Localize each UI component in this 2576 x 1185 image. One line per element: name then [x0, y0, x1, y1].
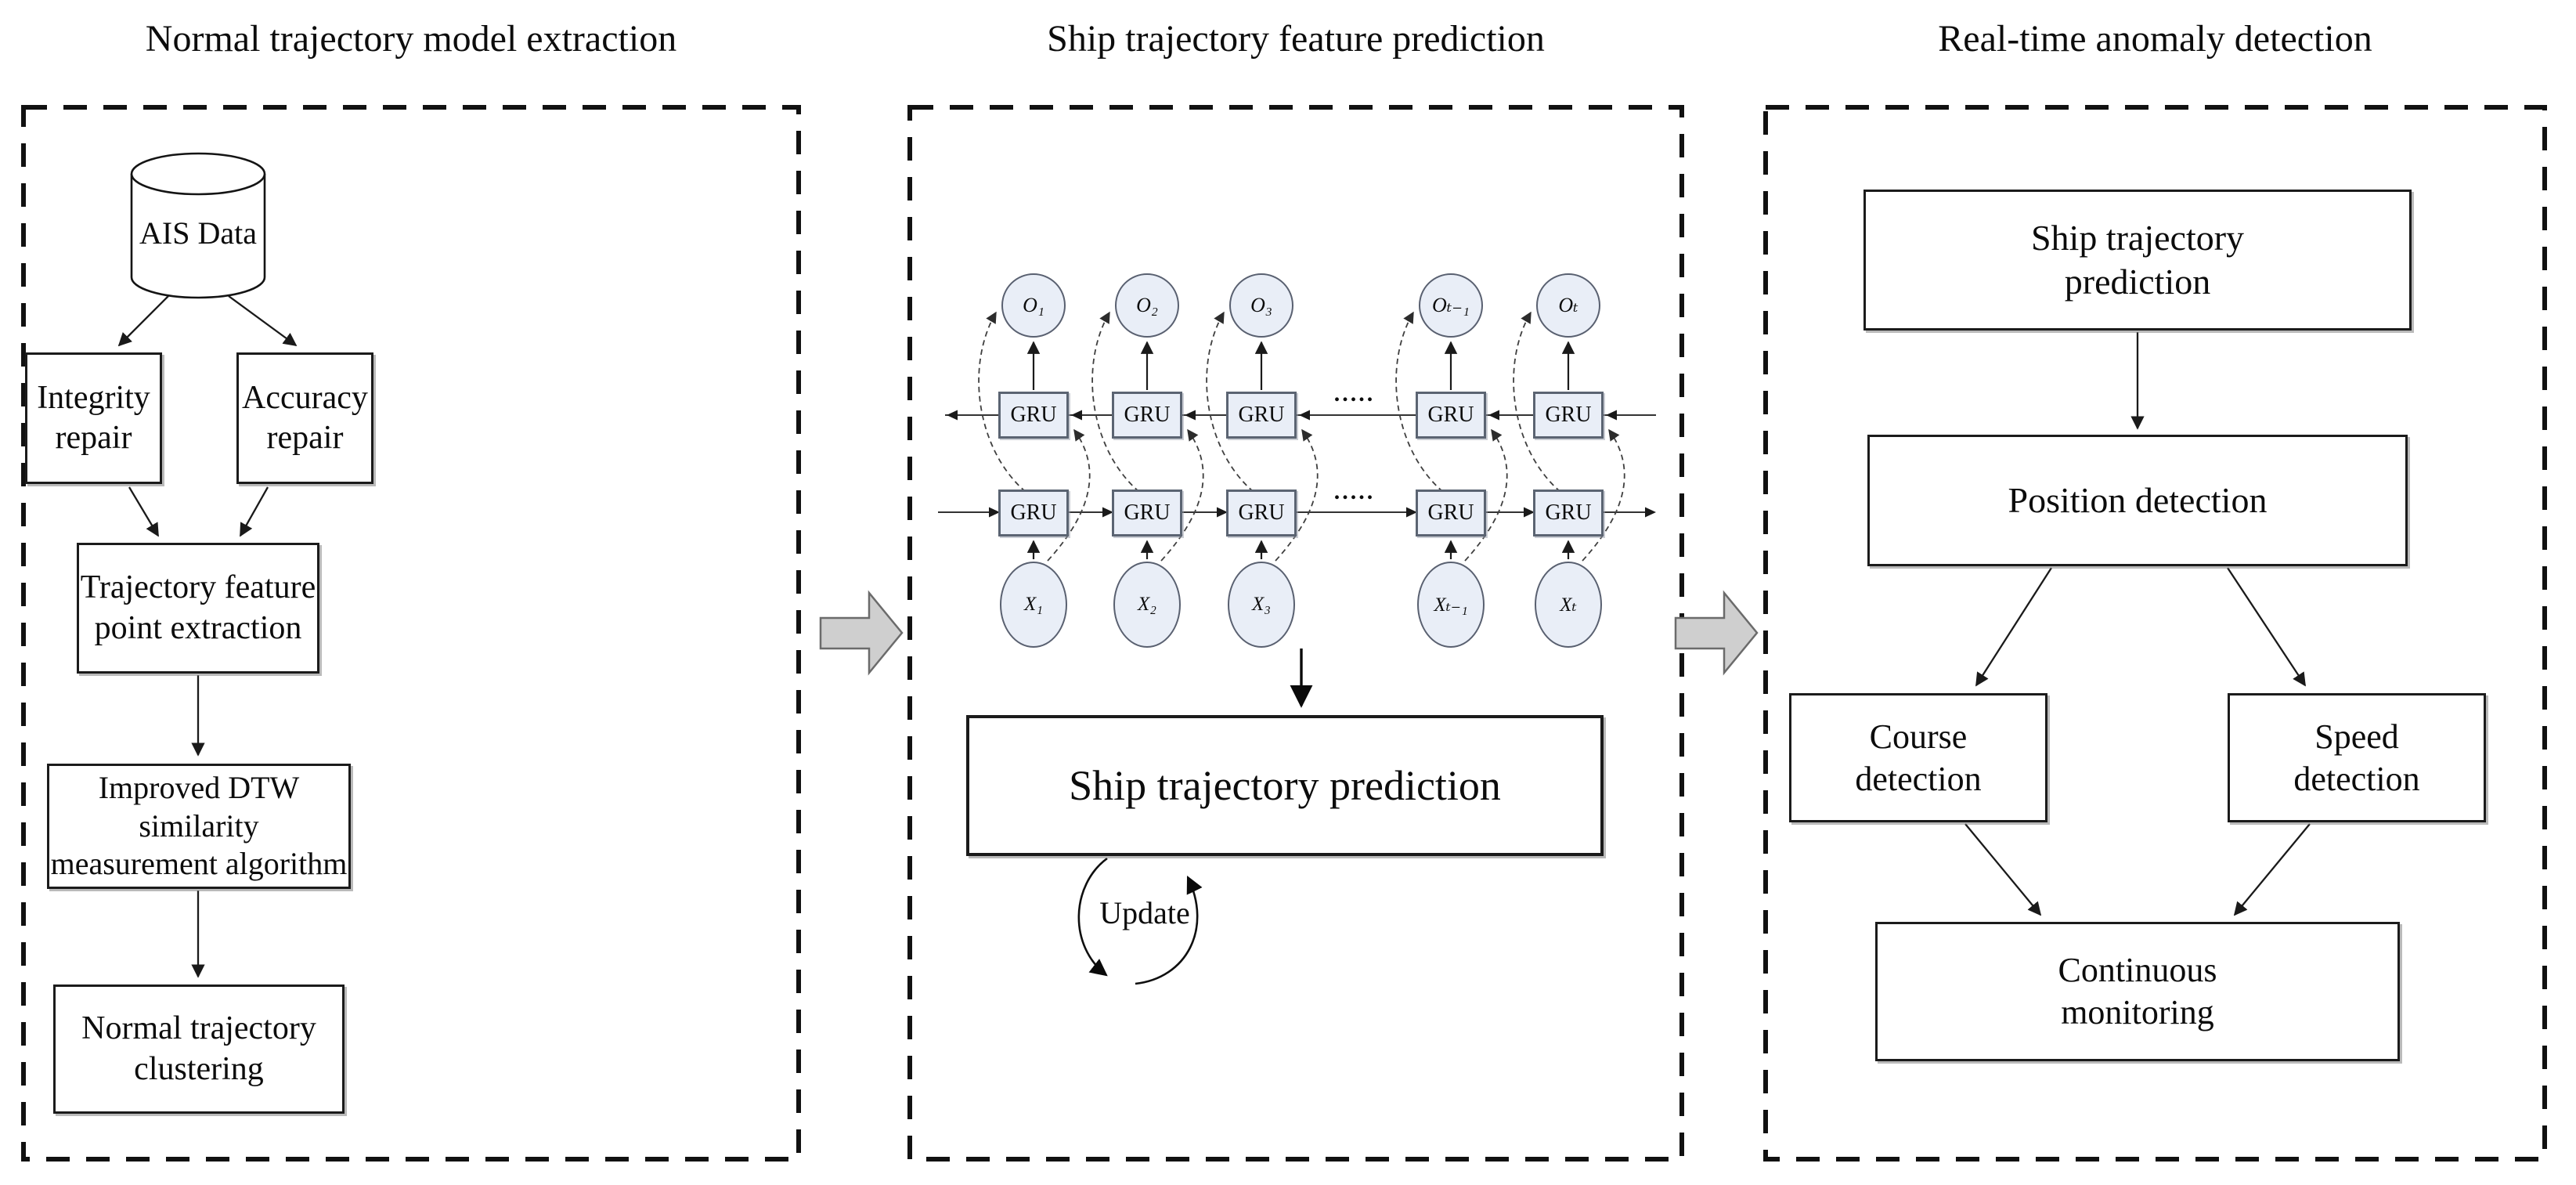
continuous-monitoring-box: Continuous monitoring — [1875, 922, 2400, 1061]
input-node-t1: Xₜ₋₁ — [1417, 562, 1485, 648]
accuracy-repair-box: Accuracy repair — [236, 352, 373, 484]
clustering-box: Normal trajectory clustering — [53, 984, 345, 1114]
update-loop-icon — [1077, 857, 1203, 985]
panel3-flow-arrows — [1964, 332, 2311, 916]
course-detection-box: Course detection — [1789, 693, 2047, 822]
output-node-t: Oₜ — [1536, 273, 1600, 338]
gru-cell-forward-2: GRU — [1112, 490, 1182, 537]
panel3-title: Real-time anomaly detection — [1938, 17, 2372, 60]
forward-arrowheads — [989, 507, 1656, 518]
panel1-flow-arrows — [117, 295, 298, 978]
gru-cell-backward-3: GRU — [1226, 392, 1297, 439]
dots-upper: ..... — [1333, 381, 1376, 406]
gru-cell-backward-1: GRU — [998, 392, 1069, 439]
gru-cell-forward-t1: GRU — [1416, 490, 1486, 537]
panel3-border — [1763, 105, 2547, 1162]
ais-data-label: AIS Data — [139, 215, 257, 251]
update-label: Update — [1099, 894, 1190, 930]
input-node-1: X₁ — [1000, 562, 1067, 648]
gru-vertical-arrows — [1026, 341, 1575, 559]
input-node-3: X₃ — [1228, 562, 1295, 648]
input-node-t: Xₜ — [1535, 562, 1602, 648]
gru-to-output-curves — [978, 311, 1561, 493]
gru-cell-backward-t1: GRU — [1416, 392, 1486, 439]
dtw-algorithm-box: Improved DTW similarity measurement algo… — [47, 764, 351, 889]
gru-cell-backward-t: GRU — [1533, 392, 1604, 439]
output-node-3: O₃ — [1229, 273, 1293, 338]
integrity-repair-box: Integrity repair — [25, 352, 162, 484]
feature-extraction-box: Trajectory feature point extraction — [77, 543, 319, 674]
gru-cell-forward-3: GRU — [1226, 490, 1297, 537]
gru-cell-backward-2: GRU — [1112, 392, 1182, 439]
gru-cell-forward-1: GRU — [998, 490, 1069, 537]
dots-lower: ..... — [1333, 479, 1376, 504]
ais-cylinder-icon — [130, 152, 266, 299]
output-node-2: O₂ — [1115, 273, 1179, 338]
inter-panel-arrow-2 — [1674, 590, 1759, 676]
output-node-1: O₁ — [1001, 273, 1066, 338]
output-node-t1: Oₜ₋₁ — [1419, 273, 1483, 338]
inter-panel-arrow-1 — [819, 590, 904, 676]
position-detection-box: Position detection — [1867, 435, 2408, 566]
gru-cell-forward-t: GRU — [1533, 490, 1604, 537]
panel2-title: Ship trajectory feature prediction — [1047, 17, 1545, 60]
speed-detection-box: Speed detection — [2228, 693, 2486, 822]
prediction-box-right: Ship trajectory prediction — [1863, 190, 2412, 331]
prediction-box-middle: Ship trajectory prediction — [966, 715, 1604, 856]
backward-arrowheads — [947, 410, 1617, 421]
panel1-border — [21, 105, 801, 1162]
panel1-title: Normal trajectory model extraction — [145, 17, 677, 60]
input-node-2: X₂ — [1113, 562, 1181, 648]
